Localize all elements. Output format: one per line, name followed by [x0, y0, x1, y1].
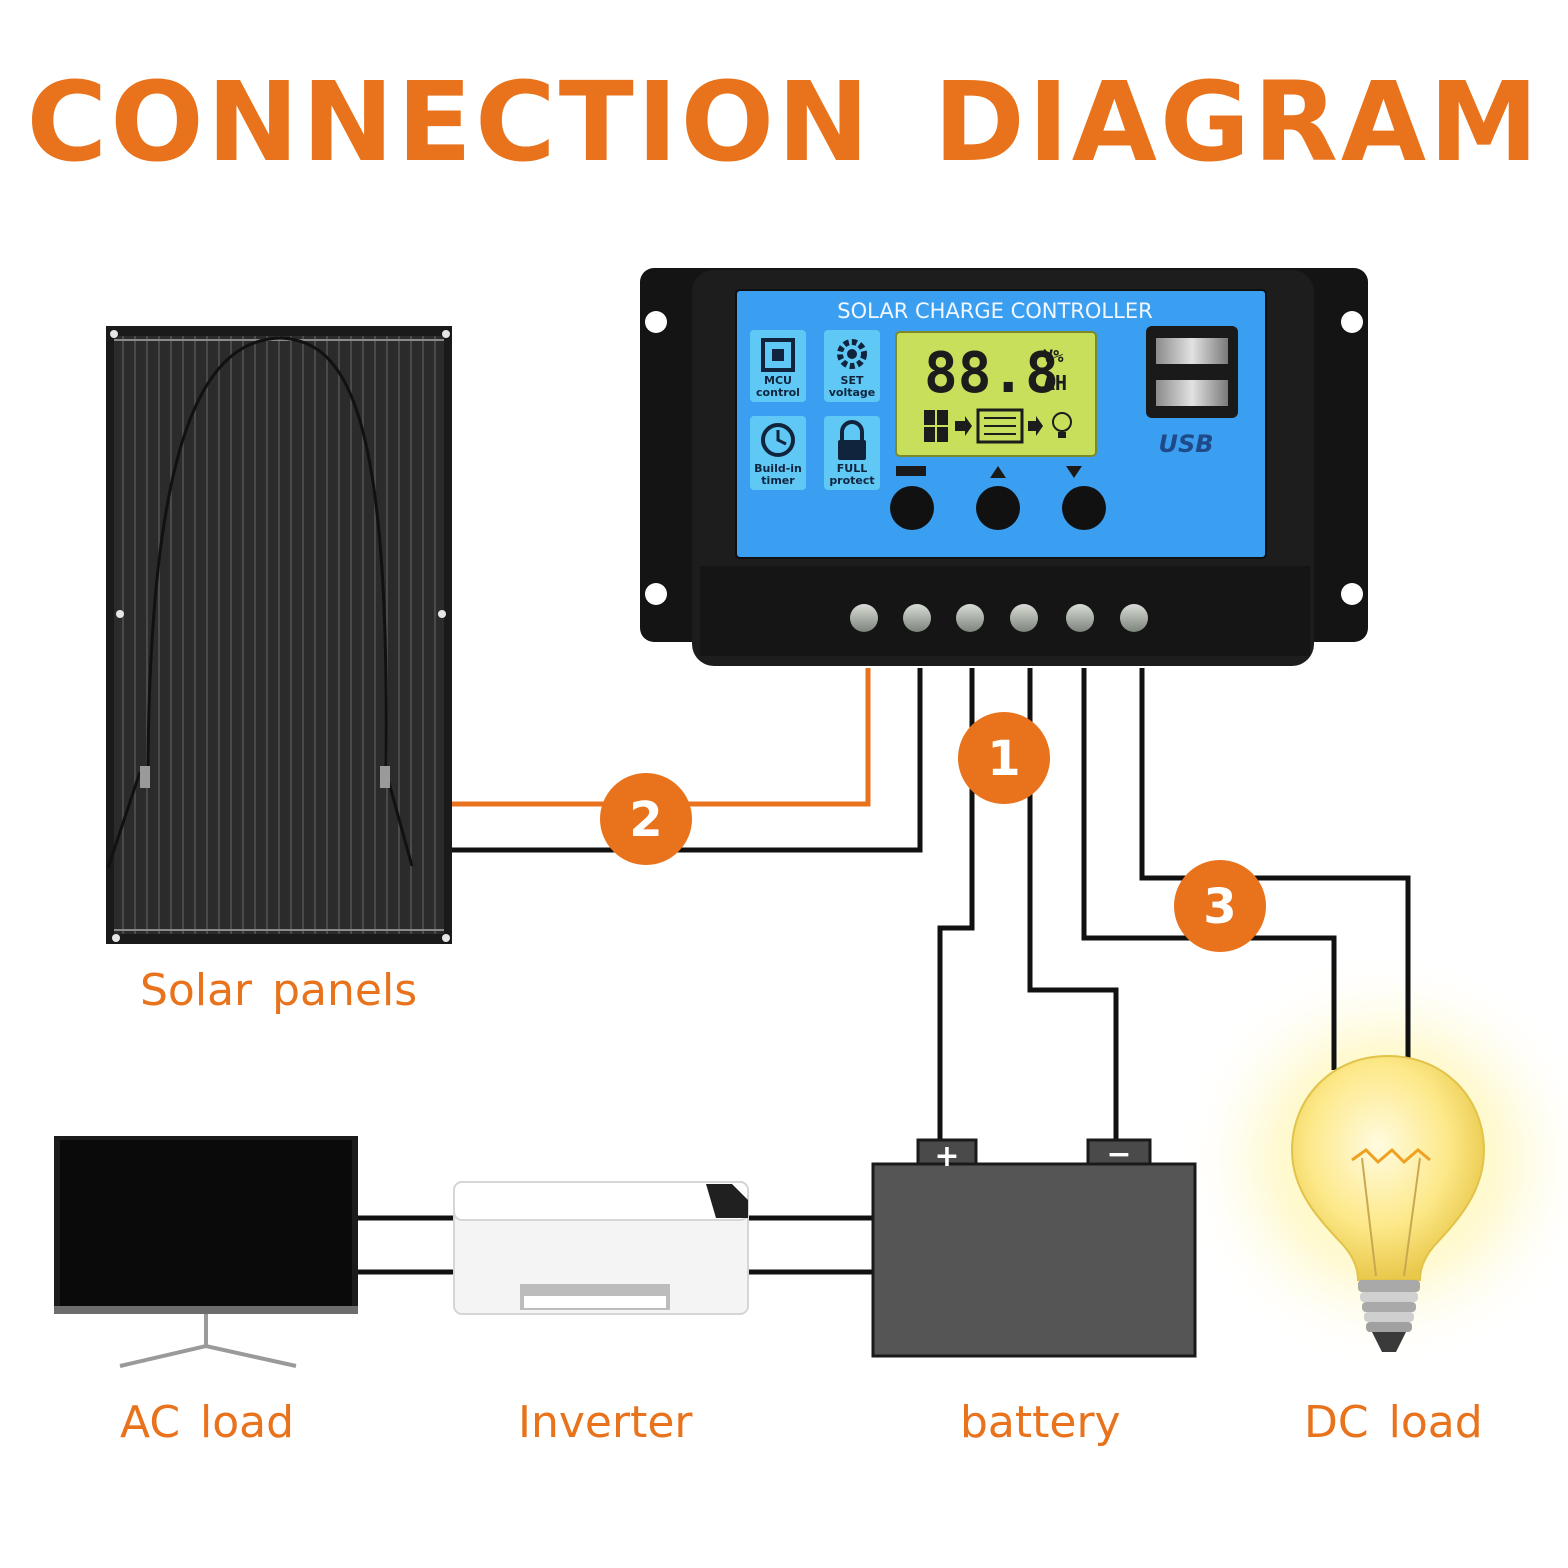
ac-load-monitor	[54, 1136, 358, 1368]
step-number: 1	[987, 731, 1020, 787]
svg-text:timer: timer	[761, 474, 795, 487]
inverter	[453, 1181, 749, 1315]
battery: + −	[871, 1137, 1197, 1358]
dc-load-bulb	[1290, 1054, 1486, 1352]
step-badge-1: 1	[958, 712, 1050, 804]
lcd-bulb-icon	[1052, 412, 1072, 438]
lcd-battery-icon	[976, 408, 1024, 444]
mcu-control-icon: MCU control	[750, 330, 806, 402]
clock-icon: Build-in timer	[750, 416, 806, 490]
usb-ports: USB	[1146, 326, 1238, 458]
down-light-button[interactable]	[1062, 486, 1106, 530]
battery-negative-wire	[1027, 668, 1119, 1145]
lcd-display: 88.8 V% AH	[895, 331, 1097, 457]
svg-text:voltage: voltage	[829, 386, 876, 399]
lcd-units-bottom: AH	[1043, 371, 1067, 395]
lcd-units-top: V%	[1043, 347, 1064, 367]
svg-text:Build-in: Build-in	[754, 462, 802, 475]
terminal-screws	[850, 604, 1148, 632]
down-arrow-icon	[1066, 466, 1082, 478]
svg-text:FULL: FULL	[837, 462, 867, 475]
step-number: 3	[1203, 879, 1236, 935]
step-badge-3: 3	[1174, 860, 1266, 952]
controller-title: SOLAR CHARGE CONTROLLER	[837, 299, 1152, 323]
inverter-label: Inverter	[518, 1397, 693, 1448]
gear-icon: SET voltage	[824, 330, 880, 402]
lcd-solar-icon	[924, 410, 948, 442]
lcd-digits: 88.8	[924, 341, 1059, 406]
battery-mode-button[interactable]	[890, 486, 934, 530]
dc-load-label: DC load	[1304, 1397, 1483, 1448]
battery-positive-wire	[937, 668, 975, 1145]
battery-mode-icon	[896, 466, 926, 476]
solar-panels-label: Solar panels	[140, 965, 418, 1016]
up-button[interactable]	[976, 486, 1020, 530]
up-arrow-icon	[990, 466, 1006, 478]
solar-positive-wire	[452, 668, 871, 807]
usb-label: USB	[1158, 430, 1213, 458]
battery-minus-terminal: −	[1106, 1137, 1131, 1172]
solar-panel	[106, 326, 452, 944]
lcd-arrow-icon	[1028, 416, 1043, 436]
step-badge-2: 2	[600, 773, 692, 865]
solar-negative-wire	[452, 668, 923, 853]
battery-plus-terminal: +	[934, 1139, 959, 1174]
svg-text:SET: SET	[841, 374, 864, 387]
battery-label: battery	[960, 1397, 1121, 1448]
svg-text:control: control	[756, 386, 800, 399]
diagram-title: CONNECTION DIAGRAM	[26, 58, 1542, 186]
ac-load-label: AC load	[120, 1397, 295, 1448]
lock-icon: FULL protect	[824, 416, 880, 490]
svg-text:MCU: MCU	[764, 374, 792, 387]
lcd-arrow-icon	[955, 416, 972, 436]
wires	[358, 668, 1411, 1275]
svg-text:protect: protect	[829, 474, 874, 487]
step-number: 2	[629, 792, 662, 848]
solar-charge-controller: SOLAR CHARGE CONTROLLER MCU control SET …	[640, 268, 1368, 666]
load-negative-wire	[1139, 668, 1411, 1060]
